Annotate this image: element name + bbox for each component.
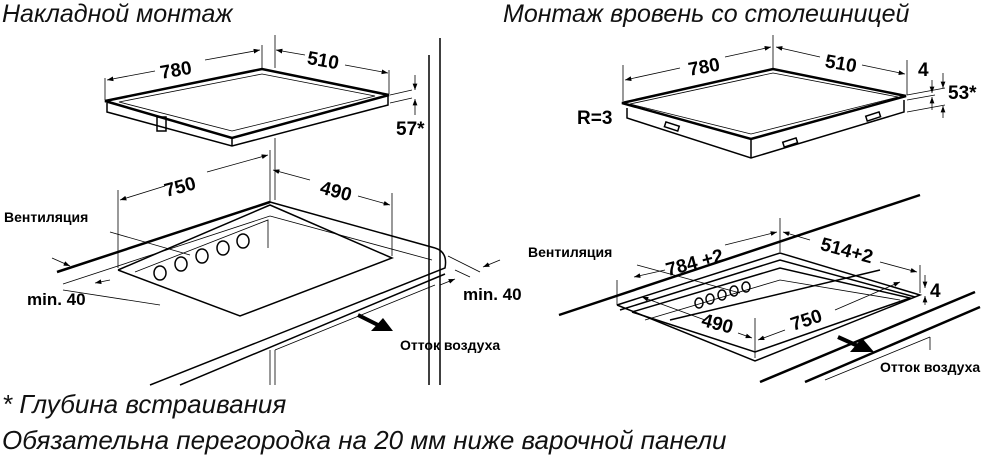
left-hob — [104, 67, 390, 147]
right-hob-width: 780 — [687, 55, 722, 81]
wall — [428, 38, 441, 385]
ventilation-holes-left — [153, 233, 250, 281]
right-cutout-dimensions — [616, 218, 928, 358]
left-hob-depth: 510 — [306, 48, 341, 74]
right-countertop — [558, 193, 981, 384]
right-edge-height: 4 — [918, 60, 929, 81]
left-hob-width: 780 — [159, 58, 194, 84]
right-min-clearance: min. 40 — [463, 285, 522, 304]
left-cutout-width: 750 — [162, 173, 198, 201]
left-ventilation-label: Вентиляция — [4, 209, 88, 225]
partition-note: Обязательна перегородка на 20 мм ниже ва… — [2, 425, 726, 455]
radius-label: R=3 — [577, 108, 612, 129]
left-airflow-label: Отток воздуха — [400, 337, 500, 353]
right-hob — [621, 67, 907, 159]
left-cutout-dimensions — [51, 150, 501, 306]
left-hob-height: 57* — [396, 119, 425, 140]
right-rebate-height: 4 — [930, 281, 941, 302]
left-cutout-depth: 490 — [318, 178, 354, 206]
left-min-clearance: min. 40 — [27, 290, 86, 309]
right-title: Монтаж вровень со столешницей — [503, 0, 910, 28]
right-ventilation-label: Вентиляция — [528, 244, 612, 260]
ventilation-holes-right — [694, 281, 751, 309]
right-rebate-depth: 514+2 — [818, 234, 875, 268]
right-hob-dimensions — [622, 35, 946, 118]
right-rebate-width: 784 +2 — [664, 246, 726, 281]
airflow-arrow-left — [357, 313, 393, 331]
right-hob-height: 53* — [948, 83, 977, 104]
left-title: Накладной монтаж — [2, 0, 234, 28]
airflow-arrow-right — [837, 335, 874, 352]
right-cutout-depth: 490 — [699, 310, 735, 338]
right-cutout-width: 750 — [788, 306, 825, 336]
depth-note: * Глубина встраивания — [2, 389, 286, 419]
left-hob-dimensions — [104, 35, 418, 200]
right-hob-depth: 510 — [823, 51, 858, 77]
right-airflow-label: Отток воздуха — [880, 359, 980, 375]
left-countertop — [56, 200, 447, 386]
